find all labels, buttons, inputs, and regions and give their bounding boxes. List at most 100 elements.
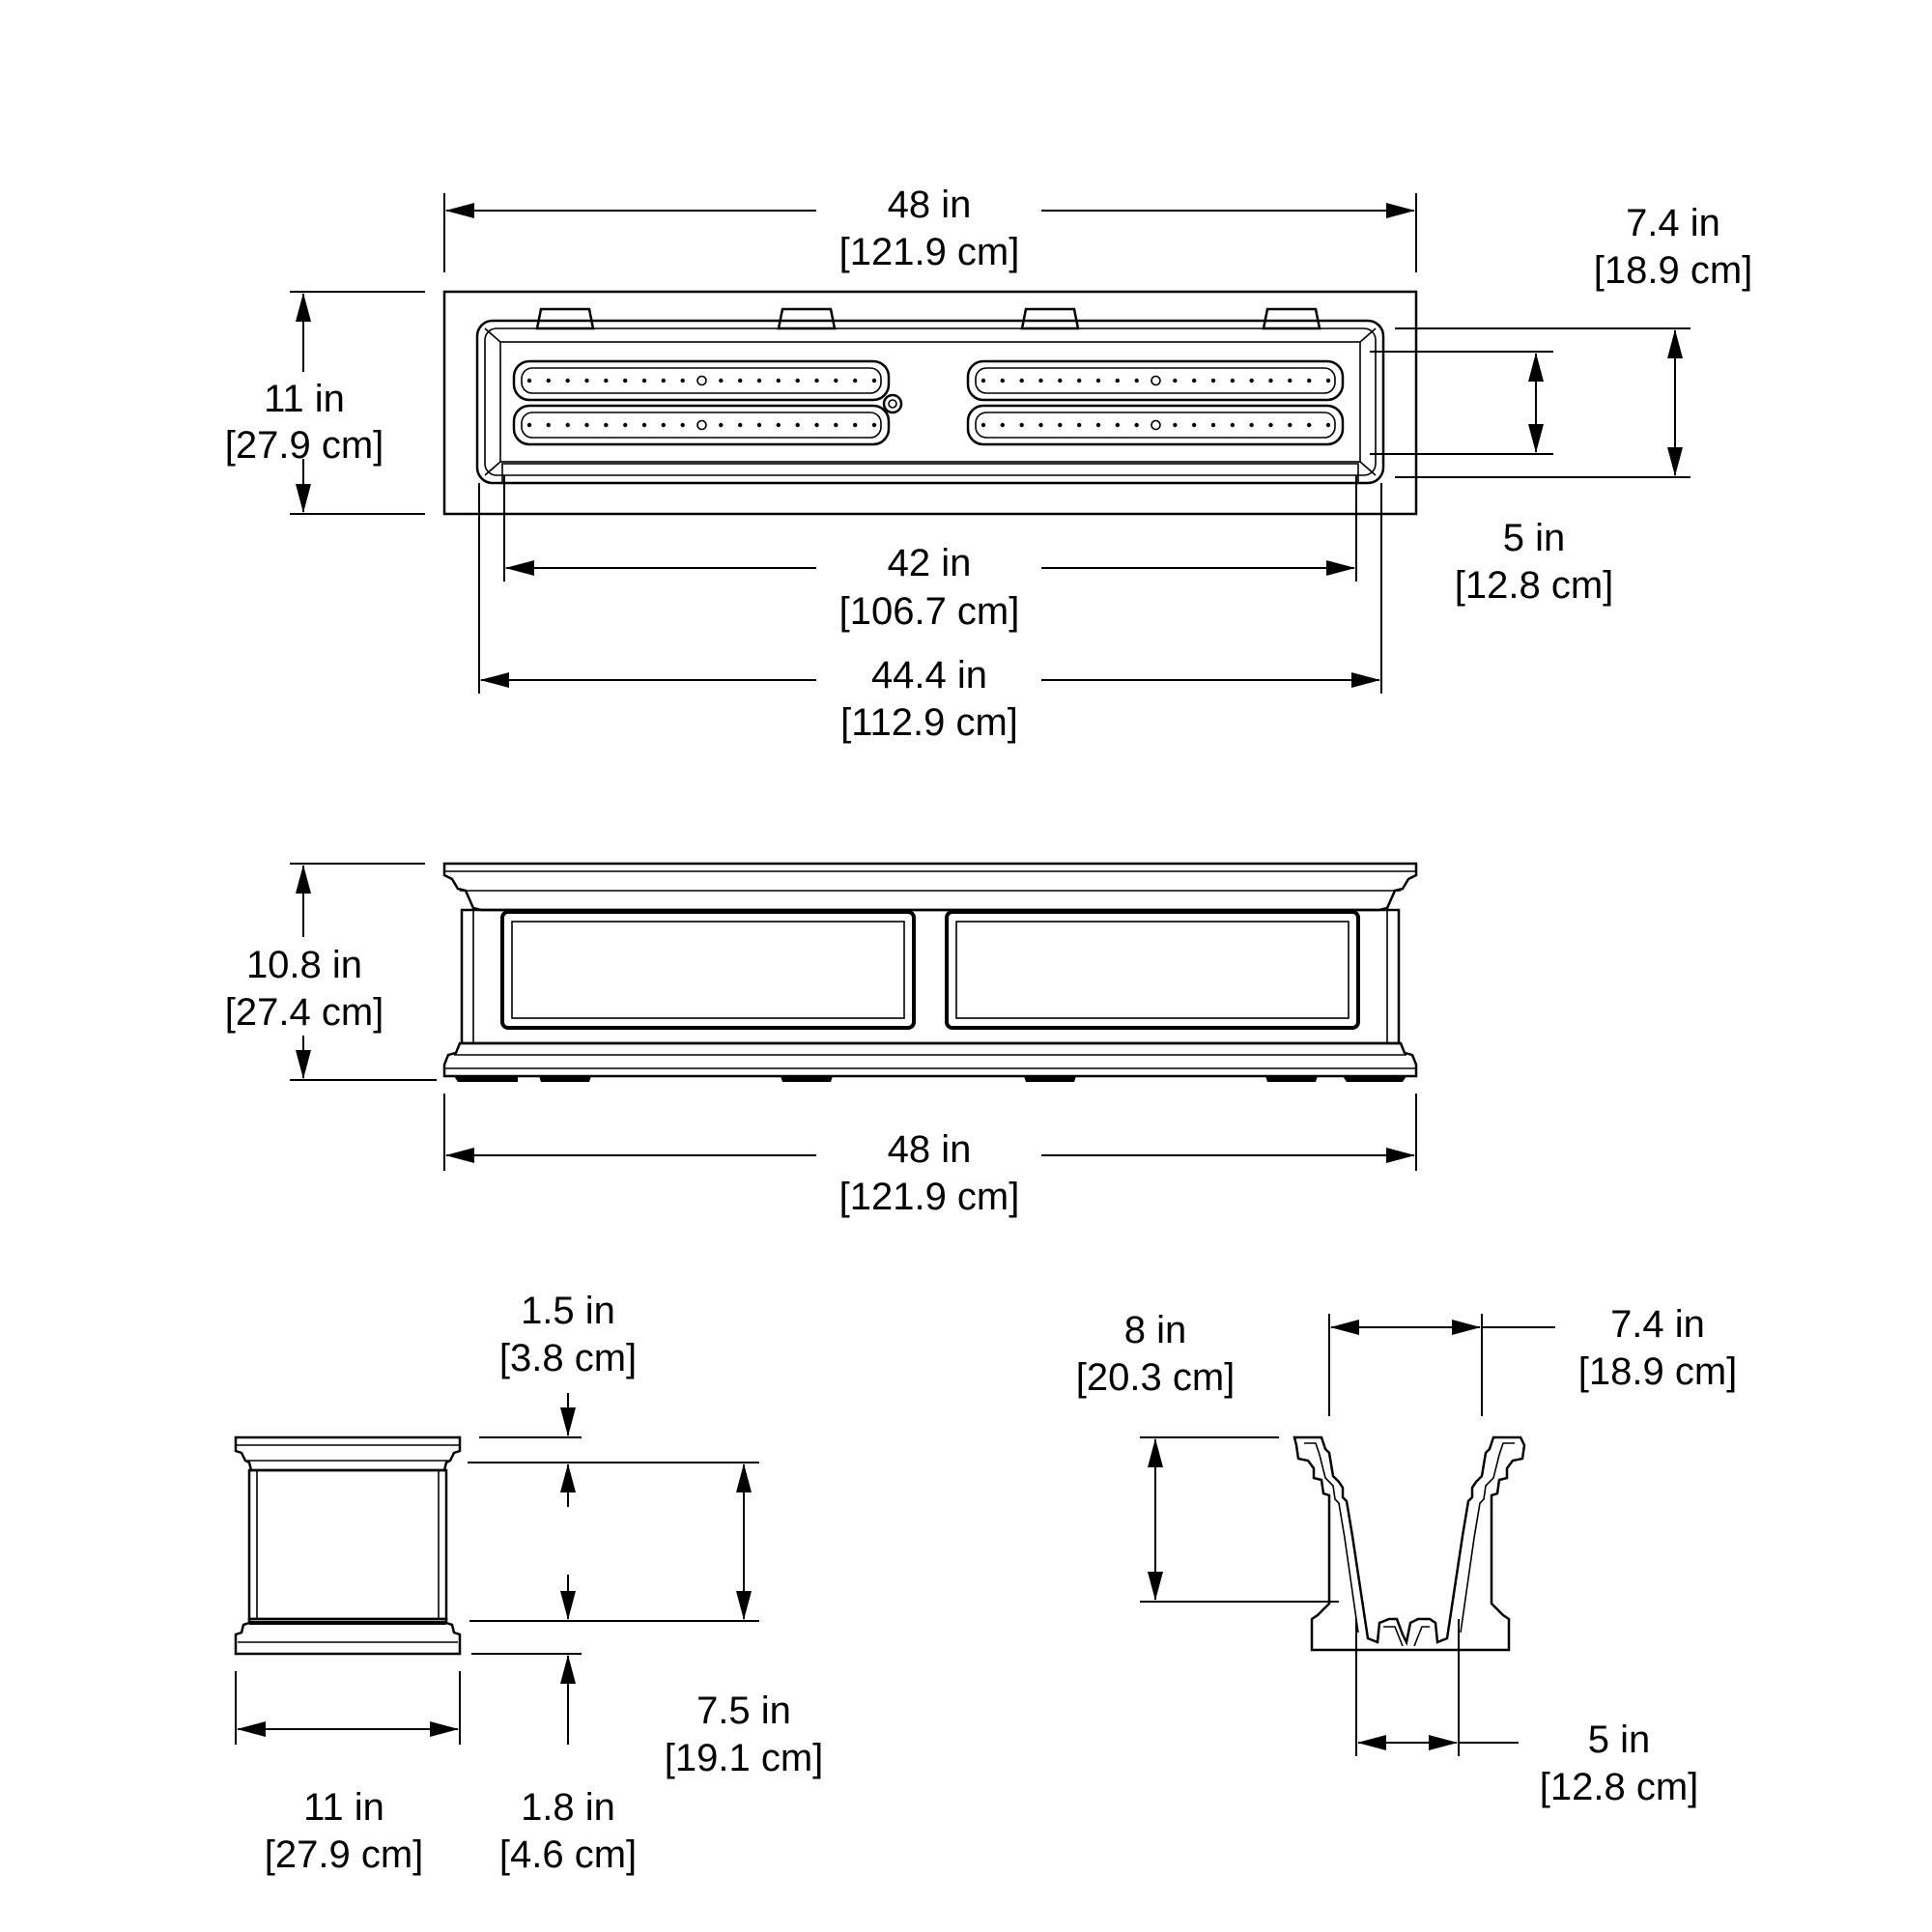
drain-hole [1077, 378, 1082, 384]
drain-hole [1268, 378, 1273, 384]
side-top-cap [234, 1435, 462, 1472]
drain-hole [980, 422, 986, 428]
inner-width-top-in: 7.4 in [1626, 202, 1720, 244]
drain-hole [1210, 422, 1216, 428]
drain-hole [680, 422, 685, 428]
drain-hole [661, 422, 666, 428]
section-top-opening-in: 7.4 in [1610, 1303, 1705, 1346]
top-view-reservoirs [512, 359, 1345, 446]
side-top-rim-in: 1.5 in [521, 1290, 615, 1332]
side-base-cm: [4.6 cm] [499, 1833, 637, 1876]
drain-hole [1038, 422, 1043, 428]
side-view: 1.5 in [3.8 cm] 7.5 in [19.1 cm] 1.8 in … [234, 1290, 824, 1876]
inner-width-top-cm: [18.9 cm] [1594, 249, 1753, 292]
drain-hole [1268, 422, 1273, 428]
drain-hole [1134, 378, 1139, 384]
drain-hole [565, 422, 570, 428]
side-top-rim-cm: [3.8 cm] [499, 1337, 637, 1379]
drain-hole [680, 378, 685, 384]
drain-hole [814, 422, 819, 428]
section-bottom-width-in: 5 in [1588, 1719, 1651, 1761]
drain-hole [565, 378, 570, 384]
drain-hole [871, 378, 877, 384]
drain-hole [1000, 422, 1006, 428]
inner-length-bottom-cm: [106.7 cm] [839, 590, 1020, 633]
top-depth-in: 11 in [264, 378, 345, 420]
drain-hole [853, 378, 858, 384]
drain-hole [1288, 378, 1293, 384]
drain-hole [546, 422, 551, 428]
inner-length-top-in: 44.4 in [871, 654, 987, 696]
drain-hole [795, 422, 800, 428]
drain-hole [604, 378, 609, 384]
drain-hole [853, 422, 858, 428]
drain-hole [1095, 422, 1101, 428]
side-panel-height-cm: [19.1 cm] [665, 1737, 824, 1779]
side-base-in: 1.8 in [521, 1786, 615, 1829]
front-base [442, 1041, 1418, 1078]
drain-hole [584, 378, 589, 384]
inner-length-top-cm: [112.9 cm] [840, 701, 1018, 744]
drain-hole [738, 378, 743, 384]
drain-hole [1151, 419, 1161, 431]
drain-hole [719, 422, 724, 428]
drain-hole [834, 378, 838, 384]
drain-hole [696, 375, 707, 386]
drain-hole [696, 419, 707, 431]
section-profile [1293, 1435, 1526, 1652]
drain-hole [756, 422, 762, 428]
drain-hole [738, 422, 743, 428]
drain-hole [1249, 422, 1254, 428]
drain-hole [776, 422, 781, 428]
drain-hole [604, 422, 609, 428]
drain-hole [623, 422, 628, 428]
drain-hole [1192, 422, 1197, 428]
front-view: 10.8 in [27.4 cm] 48 in [121.9 cm] [225, 862, 1418, 1218]
drain-hole [795, 378, 800, 384]
top-view-outline [442, 290, 1418, 516]
drain-hole [1095, 378, 1101, 384]
drain-hole [1058, 378, 1063, 384]
front-body [460, 908, 1401, 1045]
front-feet [454, 1076, 1406, 1082]
inner-length-bottom-in: 42 in [888, 542, 972, 584]
side-body [247, 1468, 448, 1621]
drain-hole [1173, 422, 1178, 428]
drain-hole [1019, 422, 1024, 428]
drain-hole [1115, 422, 1121, 428]
drain-hole [871, 422, 877, 428]
drain-hole [1077, 422, 1082, 428]
drain-hole [1115, 378, 1121, 384]
front-width-in: 48 in [888, 1128, 972, 1171]
drain-hole [834, 422, 838, 428]
drain-hole [1307, 422, 1312, 428]
front-panel-left [500, 910, 916, 1030]
top-width-in: 48 in [888, 184, 972, 226]
front-height-in: 10.8 in [246, 944, 362, 986]
drain-hole [1192, 378, 1197, 384]
drain-hole [1325, 378, 1331, 384]
drain-hole [526, 378, 532, 384]
drain-hole [1230, 378, 1236, 384]
top-width-cm: [121.9 cm] [839, 231, 1020, 273]
drain-hole [1325, 422, 1331, 428]
drain-hole [584, 422, 589, 428]
drain-hole [814, 378, 819, 384]
drain-plug-icon [882, 393, 903, 414]
side-panel-height-in: 7.5 in [696, 1690, 791, 1732]
drain-hole [1058, 422, 1063, 428]
drain-hole [1288, 422, 1293, 428]
drain-hole [546, 378, 551, 384]
drain-hole [756, 378, 762, 384]
drain-hole [1019, 378, 1024, 384]
top-view: 48 in [121.9 cm] 11 in [27.9 cm] 42 in [… [225, 184, 1753, 744]
drain-hole [1210, 378, 1216, 384]
section-depth-cm: [20.3 cm] [1076, 1356, 1236, 1399]
drain-hole [776, 378, 781, 384]
drain-hole [641, 378, 647, 384]
drain-hole [623, 378, 628, 384]
top-depth-cm: [27.9 cm] [225, 424, 384, 467]
drain-hole [526, 422, 532, 428]
inner-width-bottom-cm: [12.8 cm] [1455, 564, 1614, 607]
